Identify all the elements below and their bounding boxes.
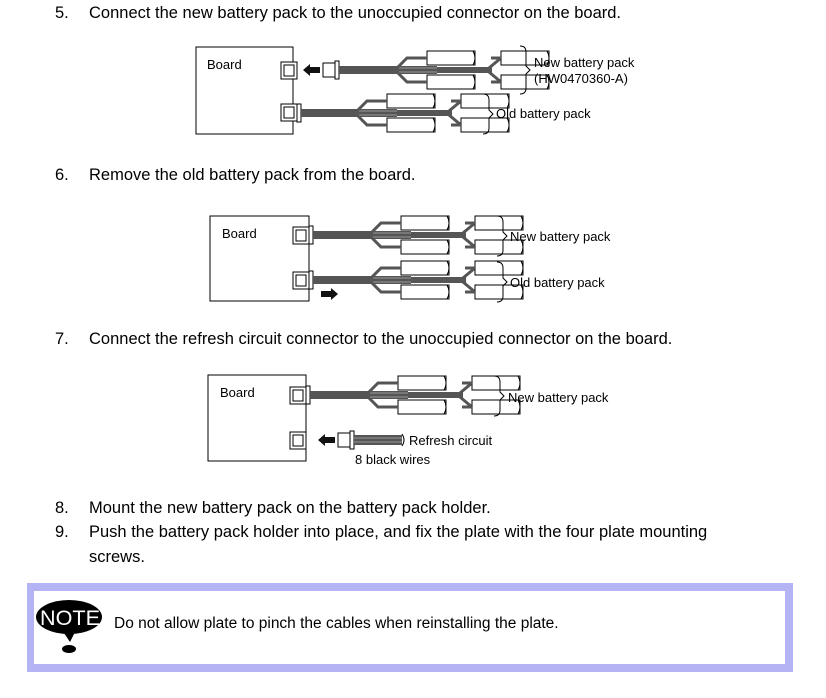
connector-1 — [280, 61, 298, 80]
new-pack-label: New battery pack — [508, 390, 609, 405]
step-text: Remove the old battery pack from the boa… — [89, 166, 416, 184]
step-9-continuation: screws. — [89, 545, 145, 569]
step-text: screws. — [89, 548, 145, 566]
wires-label: 8 black wires — [355, 452, 431, 467]
step-number: 6. — [55, 166, 69, 184]
new-pack-label: New battery pack — [534, 55, 635, 70]
board — [195, 46, 294, 135]
arrow-right-icon — [321, 288, 338, 300]
board-label: Board — [207, 57, 242, 72]
refresh-circuit-label: Refresh circuit — [409, 433, 492, 448]
old-battery-pack — [351, 261, 523, 299]
board-label: Board — [222, 226, 257, 241]
step-number: 5. — [55, 4, 69, 22]
step-number: 8. — [55, 499, 69, 517]
note-box — [27, 583, 793, 672]
new-battery-pack — [351, 216, 523, 254]
arrow-left-icon — [303, 64, 320, 76]
brace — [519, 45, 531, 95]
plug — [322, 62, 336, 78]
connector-2 — [289, 431, 307, 450]
old-pack-label: Old battery pack — [510, 275, 605, 290]
old-battery-pack — [337, 94, 509, 132]
connector-2 — [280, 103, 298, 122]
connector-1 — [289, 386, 307, 405]
old-pack-label: Old battery pack — [496, 106, 591, 121]
board — [207, 374, 307, 462]
arrow-left-icon — [318, 434, 335, 446]
refresh-wires — [354, 435, 402, 445]
step-text: Connect the refresh circuit connector to… — [89, 330, 673, 348]
board-label: Board — [220, 385, 255, 400]
step-text: Push the battery pack holder into place,… — [89, 523, 708, 541]
note-icon-label: NOTE — [40, 607, 100, 630]
note-text: Do not allow plate to pinch the cables w… — [114, 615, 559, 632]
new-battery-pack — [377, 51, 549, 89]
new-pack-part-number: (HW0470360-A) — [534, 71, 628, 86]
step-text: Mount the new battery pack on the batter… — [89, 499, 491, 517]
board — [209, 215, 310, 302]
step-text: Connect the new battery pack to the unoc… — [89, 4, 622, 22]
new-pack-label: New battery pack — [510, 229, 611, 244]
new-battery-pack — [348, 376, 520, 414]
refresh-plug — [337, 432, 351, 448]
step-number: 9. — [55, 523, 69, 541]
connector-2 — [292, 271, 310, 290]
step-number: 7. — [55, 330, 69, 348]
connector-1 — [292, 226, 310, 245]
note-icon: NOTE — [36, 600, 102, 653]
